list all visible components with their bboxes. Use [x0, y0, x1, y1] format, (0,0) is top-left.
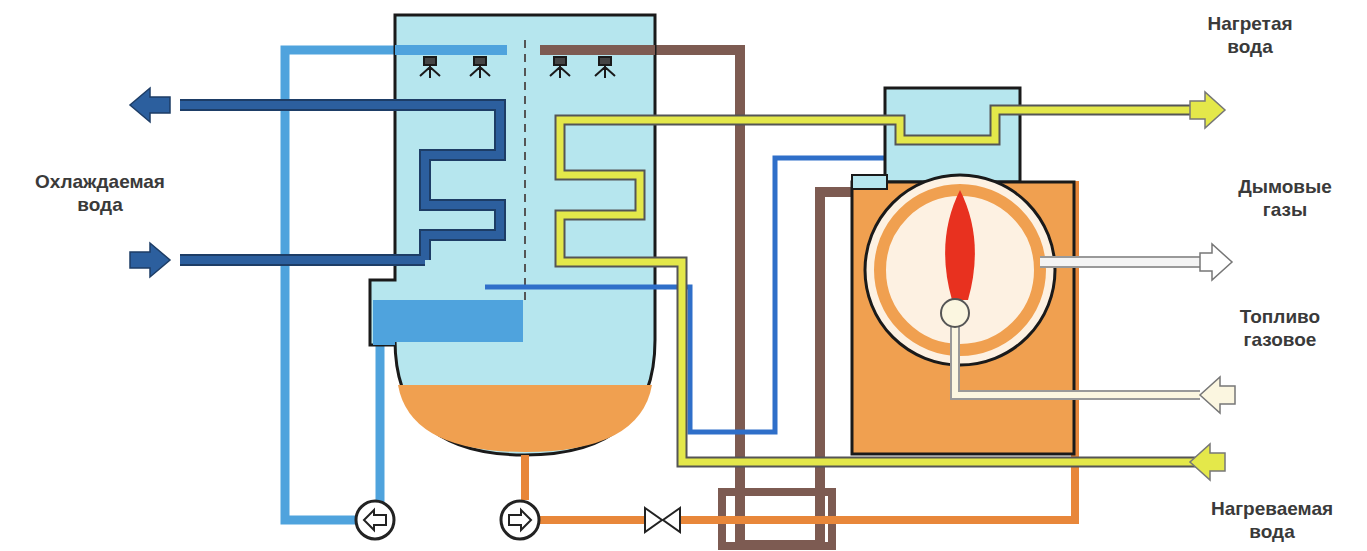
flow-label: Нагреваемая вода [1197, 497, 1347, 543]
flow-label: Охлаждаемая вода [25, 170, 175, 216]
flow-label: Нагретая вода [1194, 12, 1306, 58]
flow-label: Дымовые газы [1230, 175, 1340, 221]
flow-label: Топливо газовое [1225, 305, 1335, 351]
